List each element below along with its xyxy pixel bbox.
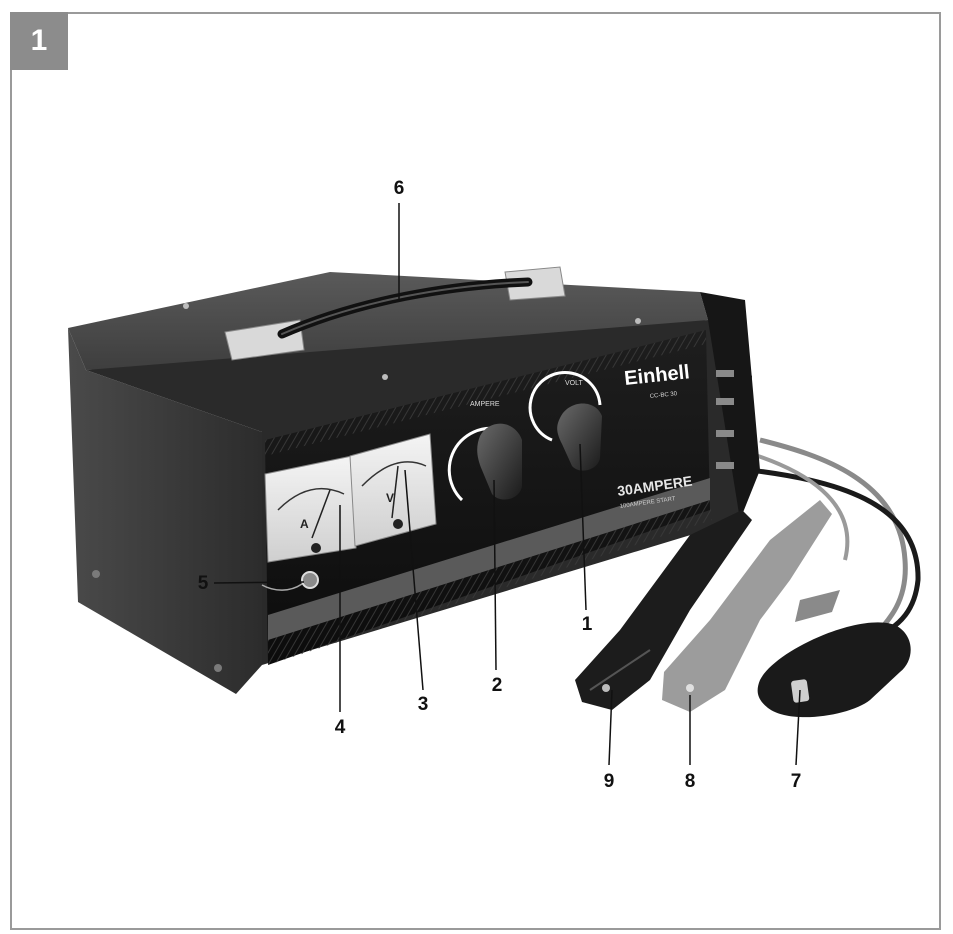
volt-knob	[557, 403, 602, 471]
callout-6: 6	[393, 178, 405, 199]
battery-type-icon	[716, 462, 734, 469]
callout-7: 7	[790, 771, 802, 792]
handle-bracket-right	[504, 266, 566, 301]
battery-type-icon	[716, 370, 734, 377]
control-box	[757, 622, 911, 718]
callout-4: 4	[334, 717, 346, 738]
callout-3: 3	[417, 694, 429, 715]
callout-9: 9	[603, 771, 615, 792]
battery-type-icon	[716, 430, 734, 437]
ammeter-unit: A	[300, 517, 309, 531]
knob-volt-label: VOLT	[565, 380, 583, 387]
vent-bottom	[268, 500, 712, 665]
voltmeter-unit: V	[386, 491, 394, 505]
charger-left-side	[68, 328, 262, 694]
fuse-socket	[301, 571, 319, 589]
ammeter	[264, 455, 357, 563]
screw	[183, 303, 189, 309]
clamp-red	[662, 500, 832, 712]
knob-ampere-label: AMPERE	[470, 401, 500, 408]
figure-number-badge: 1	[10, 12, 68, 70]
cable-red-2	[754, 453, 850, 561]
callout-5: 5	[197, 573, 209, 594]
lower-trim	[268, 478, 710, 640]
figure-frame	[10, 12, 941, 930]
charger-right-hood	[700, 292, 760, 520]
screw	[92, 570, 100, 578]
screw	[382, 374, 388, 380]
model-label: CC-BC 30	[650, 391, 678, 400]
battery-type-icon	[716, 398, 734, 405]
screw	[635, 318, 641, 324]
vent-top	[265, 330, 706, 456]
callout-8: 8	[684, 771, 696, 792]
cable-red	[759, 437, 908, 642]
callout-1: 1	[581, 614, 593, 635]
clamp-black	[575, 510, 752, 710]
ampere-knob	[477, 423, 522, 500]
screw	[214, 664, 222, 672]
callout-2: 2	[491, 675, 503, 696]
